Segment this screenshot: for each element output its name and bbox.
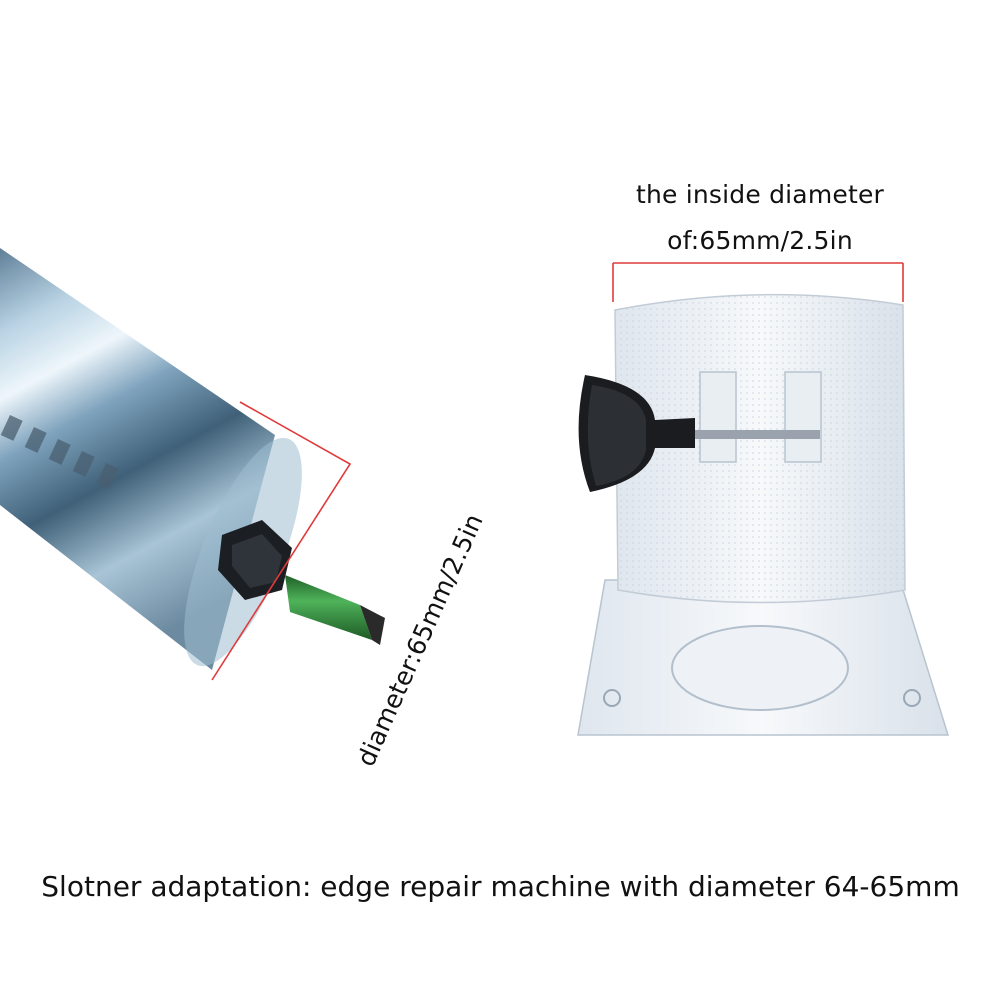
router-bit (285, 575, 385, 645)
inside-diameter-label-line1: the inside diameter (635, 180, 885, 209)
body-dimension-line (211, 401, 352, 681)
trimmer-motor-body (0, 248, 302, 670)
inside-diameter-label-line2: of:65mm/2.5in (667, 226, 853, 255)
collet-nut (218, 520, 292, 600)
inside-diameter-line (612, 262, 904, 302)
clear-router-base (577, 293, 950, 736)
caption: Slotner adaptation: edge repair machine … (41, 870, 960, 903)
